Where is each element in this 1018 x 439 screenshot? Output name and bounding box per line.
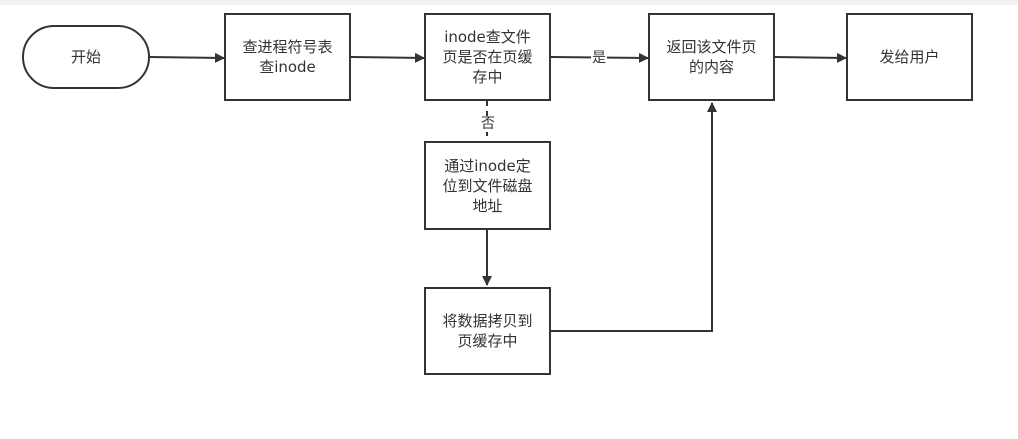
- check-page-cache-box: inode查文件 页是否在页缓 存中: [424, 13, 551, 101]
- top-bar: [0, 0, 1018, 5]
- edge-copy-to-return: [551, 102, 717, 332]
- locate-disk-address-box: 通过inode定 位到文件磁盘 地址: [424, 141, 551, 230]
- edge-label-no: 否: [480, 116, 496, 132]
- start-terminal: 开始: [22, 25, 150, 89]
- edge-return-to-send: [774, 52, 847, 63]
- lookup-process-box: 查进程符号表 查inode: [224, 13, 351, 101]
- edge-label-yes: 是: [591, 50, 607, 66]
- edge-start-to-lookup: [149, 52, 225, 63]
- return-content-box: 返回该文件页 的内容: [648, 13, 775, 101]
- edge-lookup-to-check: [350, 52, 425, 63]
- send-to-user-box: 发给用户: [846, 13, 973, 101]
- copy-to-cache-box: 将数据拷贝到 页缓存中: [424, 287, 551, 375]
